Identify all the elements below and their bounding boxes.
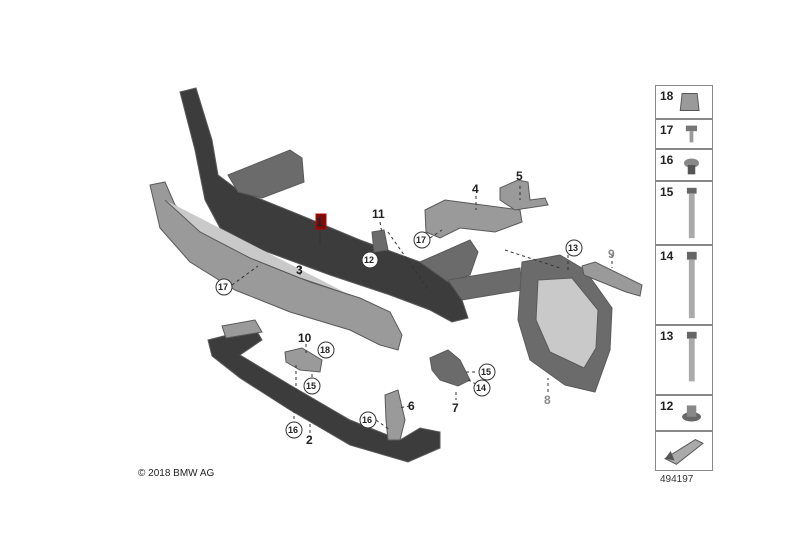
svg-text:16: 16 bbox=[288, 425, 298, 435]
svg-text:18: 18 bbox=[320, 345, 330, 355]
sidebar-orientation-arrow bbox=[655, 431, 713, 471]
flange-nut-icon bbox=[682, 405, 701, 422]
fastener-sidebar: 18 17 16 15 14 13 12 bbox=[655, 85, 713, 471]
sidebar-item-label: 14 bbox=[660, 249, 674, 263]
svg-text:15: 15 bbox=[306, 381, 316, 391]
sidebar-item-16: 16 bbox=[655, 149, 713, 181]
sidebar-item-label: 13 bbox=[660, 329, 674, 343]
sidebar-item-14: 14 bbox=[655, 245, 713, 325]
copyright-text: © 2018 BMW AG bbox=[138, 468, 215, 479]
callout-15-right: 15 bbox=[478, 363, 496, 381]
svg-text:15: 15 bbox=[481, 367, 491, 377]
svg-text:16: 16 bbox=[362, 415, 372, 425]
svg-text:17: 17 bbox=[416, 235, 426, 245]
svg-text:14: 14 bbox=[476, 383, 486, 393]
label-part-7: 7 bbox=[452, 401, 459, 415]
label-part-11: 11 bbox=[372, 207, 385, 221]
sidebar-item-13: 13 bbox=[655, 325, 713, 395]
sidebar-item-18: 18 bbox=[655, 85, 713, 119]
part-11-clip bbox=[371, 229, 389, 253]
callout-17-left: 17 bbox=[215, 278, 233, 296]
label-part-10: 10 bbox=[298, 331, 312, 345]
leader-lines bbox=[231, 186, 613, 436]
label-part-9: 9 bbox=[608, 247, 615, 261]
sidebar-item-label: 18 bbox=[660, 89, 674, 103]
part-1-carrier bbox=[179, 87, 523, 323]
label-part-8: 8 bbox=[544, 393, 551, 407]
callout-17-right: 17 bbox=[413, 231, 431, 249]
callout-16-right: 16 bbox=[359, 411, 377, 429]
speed-nut-icon bbox=[679, 93, 700, 111]
long-bolt-icon bbox=[686, 251, 697, 319]
circled-callouts: 17 12 17 13 18 15 16 16 bbox=[215, 231, 583, 439]
part-10-bracket bbox=[284, 347, 323, 373]
part-6-bracket bbox=[384, 389, 406, 441]
svg-text:12: 12 bbox=[364, 255, 374, 265]
svg-text:13: 13 bbox=[568, 243, 578, 253]
callout-12: 12 bbox=[361, 251, 379, 269]
screw-icon bbox=[686, 331, 697, 382]
sidebar-item-label: 12 bbox=[660, 399, 674, 413]
sidebar-item-label: 16 bbox=[660, 153, 674, 167]
callout-15-left: 15 bbox=[303, 377, 321, 395]
label-part-3: 3 bbox=[296, 263, 303, 277]
label-part-5: 5 bbox=[516, 169, 523, 183]
clip-icon bbox=[685, 125, 698, 143]
callout-14: 14 bbox=[473, 379, 491, 397]
label-part-4: 4 bbox=[472, 182, 479, 196]
part-9-rod bbox=[581, 261, 643, 297]
part-2-lower-bar bbox=[207, 319, 441, 463]
sidebar-item-label: 17 bbox=[660, 123, 674, 137]
label-part-2: 2 bbox=[306, 433, 313, 447]
nut-icon bbox=[684, 158, 699, 175]
sidebar-item-17: 17 bbox=[655, 119, 713, 149]
callout-16-left: 16 bbox=[285, 421, 303, 439]
svg-text:17: 17 bbox=[218, 282, 228, 292]
callout-13: 13 bbox=[565, 239, 583, 257]
sidebar-item-12: 12 bbox=[655, 395, 713, 431]
callout-18: 18 bbox=[317, 341, 335, 359]
part-7-bracket bbox=[429, 349, 471, 387]
bolt-icon bbox=[686, 187, 697, 239]
part-5-bracket bbox=[499, 179, 549, 211]
sidebar-item-label: 15 bbox=[660, 185, 674, 199]
part-4-bracket bbox=[424, 199, 523, 239]
sidebar-item-15: 15 bbox=[655, 181, 713, 245]
label-part-6: 6 bbox=[408, 399, 415, 413]
arrow-icon bbox=[664, 439, 704, 465]
part-number-labels: 1 2 3 4 5 6 7 8 9 10 11 bbox=[296, 169, 615, 447]
label-part-1: 1 bbox=[316, 215, 323, 229]
document-number: 494197 bbox=[660, 474, 694, 485]
part-8-frame bbox=[517, 254, 613, 393]
